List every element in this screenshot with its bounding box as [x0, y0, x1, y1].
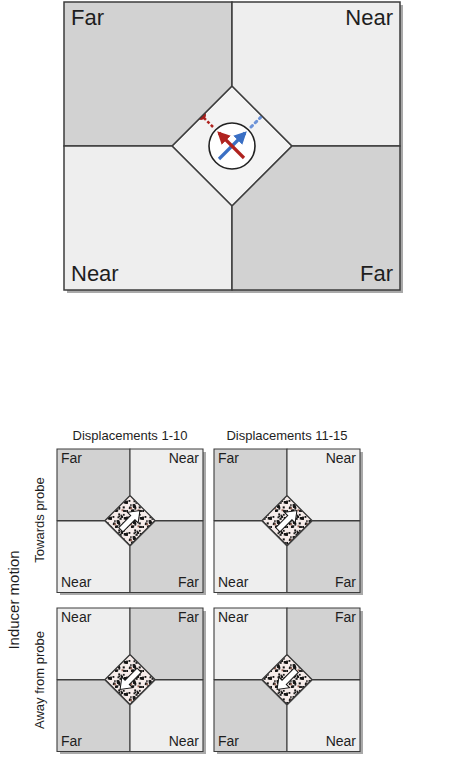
- depth-label: Far: [218, 451, 239, 466]
- depth-label: Far: [178, 575, 199, 590]
- quadrant-region: Near: [214, 608, 287, 680]
- row-heading: Towards probe: [33, 477, 48, 562]
- blue-arrow: [219, 133, 245, 159]
- quadrant-region: Near: [287, 680, 360, 752]
- quadrant-fill: [64, 146, 232, 290]
- quadrant-region: Far: [287, 521, 360, 593]
- quadrant-fill: [214, 680, 287, 752]
- quadrant-fill: [214, 449, 287, 521]
- quadrant-fill: [57, 449, 130, 521]
- depth-label: Near: [169, 734, 199, 749]
- quadrant-fill: [57, 608, 130, 680]
- quadrant-fill: [130, 680, 203, 752]
- column-heading: Displacements 1-10: [73, 429, 188, 444]
- quadrant-region: Near: [57, 521, 130, 593]
- quadrant-fill: [57, 521, 130, 593]
- row-heading: Away from probe: [33, 631, 48, 729]
- depth-label: Far: [218, 734, 239, 749]
- quadrant-fill: [287, 521, 360, 593]
- motion-arrow: [115, 665, 145, 695]
- depth-label: Near: [169, 451, 199, 466]
- quadrant-region: Far: [287, 608, 360, 680]
- quadrant-region: Far: [130, 608, 203, 680]
- quadrant-fill: [130, 608, 203, 680]
- quadrant-fill: [232, 2, 400, 146]
- receptive-field-circle: [209, 123, 255, 169]
- quadrant-region: Near: [130, 680, 203, 752]
- depth-label: Far: [335, 610, 356, 625]
- depth-label: Far: [178, 610, 199, 625]
- depth-label: Near: [345, 6, 393, 30]
- quadrant-fill: [287, 608, 360, 680]
- quadrant-fill: [57, 680, 130, 752]
- quadrant-region: Far: [57, 449, 130, 521]
- quadrant-region: Near: [214, 521, 287, 593]
- depth-label: Far: [360, 262, 393, 286]
- quadrant-region: Far: [57, 680, 130, 752]
- quadrant-region: Near: [232, 2, 400, 146]
- depth-label: Near: [61, 610, 91, 625]
- quadrant-region: Near: [287, 449, 360, 521]
- quadrant-fill: [214, 608, 287, 680]
- quadrant-fill: [130, 521, 203, 593]
- quadrant-region: Far: [214, 680, 287, 752]
- depth-label: Near: [326, 451, 356, 466]
- quadrant-region: Far: [232, 146, 400, 290]
- quadrant-fill: [287, 449, 360, 521]
- depth-label: Far: [335, 575, 356, 590]
- quadrant-fill: [64, 2, 232, 146]
- quadrant-fill: [130, 449, 203, 521]
- quadrant-region: Near: [64, 146, 232, 290]
- motion-arrow: [272, 665, 302, 695]
- depth-label: Near: [218, 575, 248, 590]
- quadrant-fill: [287, 680, 360, 752]
- quadrant-region: Near: [130, 449, 203, 521]
- quadrant-fill: [232, 146, 400, 290]
- quadrant-region: Far: [130, 521, 203, 593]
- depth-label: Near: [71, 262, 119, 286]
- axis-title: Inducer motion: [5, 550, 22, 649]
- red-arrow: [219, 133, 244, 158]
- depth-label: Near: [326, 734, 356, 749]
- depth-label: Near: [218, 610, 248, 625]
- depth-label: Far: [61, 734, 82, 749]
- quadrant-fill: [214, 521, 287, 593]
- quadrant-region: Near: [57, 608, 130, 680]
- motion-arrow: [273, 505, 303, 535]
- depth-label: Far: [61, 451, 82, 466]
- depth-label: Far: [71, 6, 104, 30]
- quadrant-region: Far: [64, 2, 232, 146]
- column-heading: Displacements 11-15: [226, 429, 347, 444]
- motion-arrow: [116, 505, 146, 535]
- depth-label: Near: [61, 575, 91, 590]
- quadrant-region: Far: [214, 449, 287, 521]
